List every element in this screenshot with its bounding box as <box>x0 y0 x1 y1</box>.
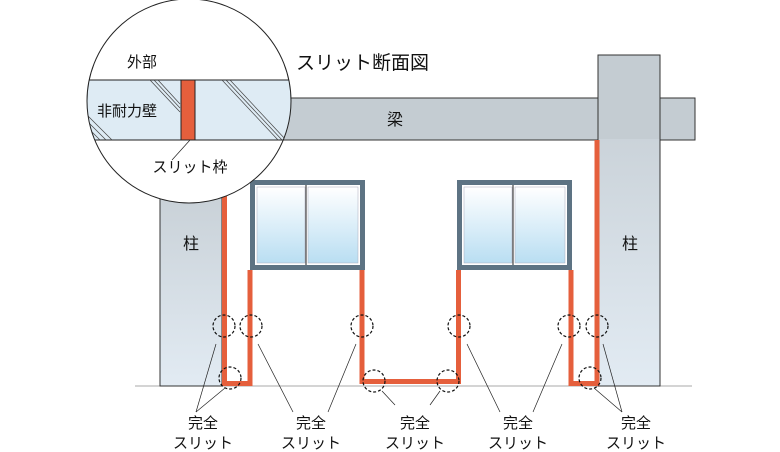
window-left <box>250 180 365 270</box>
svg-text:スリット: スリット <box>606 434 666 452</box>
svg-text:完全: 完全 <box>400 414 430 432</box>
slit-frame <box>180 79 196 141</box>
callout-4: 完全 スリット <box>488 414 548 452</box>
exterior-label: 外部 <box>127 53 157 71</box>
callout-1: 完全 スリット <box>173 414 233 452</box>
column-right-label: 柱 <box>622 234 638 253</box>
svg-text:完全: 完全 <box>621 414 651 432</box>
slit-markers <box>212 314 609 393</box>
window-right <box>457 180 572 270</box>
svg-text:スリット: スリット <box>173 434 233 452</box>
slit-right <box>568 140 600 386</box>
beam-label: 梁 <box>387 110 403 129</box>
column-left-label: 柱 <box>183 234 199 253</box>
slit-left <box>222 150 253 386</box>
slits <box>222 140 600 386</box>
wall-label: 非耐力壁 <box>97 102 157 120</box>
svg-text:完全: 完全 <box>503 414 533 432</box>
callout-2: 完全 スリット <box>281 414 341 452</box>
svg-text:スリット: スリット <box>281 434 341 452</box>
slit-frame-label: スリット枠 <box>152 158 227 176</box>
svg-text:スリット: スリット <box>488 434 548 452</box>
slit-middle <box>359 270 461 384</box>
svg-text:完全: 完全 <box>296 414 326 432</box>
callout-5: 完全 スリット <box>606 414 666 452</box>
callout-3: 完全 スリット <box>385 414 445 452</box>
diagram-title: スリット断面図 <box>296 52 429 74</box>
svg-text:スリット: スリット <box>385 434 445 452</box>
section-detail-magnifier: 外部 非耐力壁 スリット枠 <box>86 0 292 204</box>
svg-text:完全: 完全 <box>188 414 218 432</box>
leader-lines <box>195 343 623 413</box>
